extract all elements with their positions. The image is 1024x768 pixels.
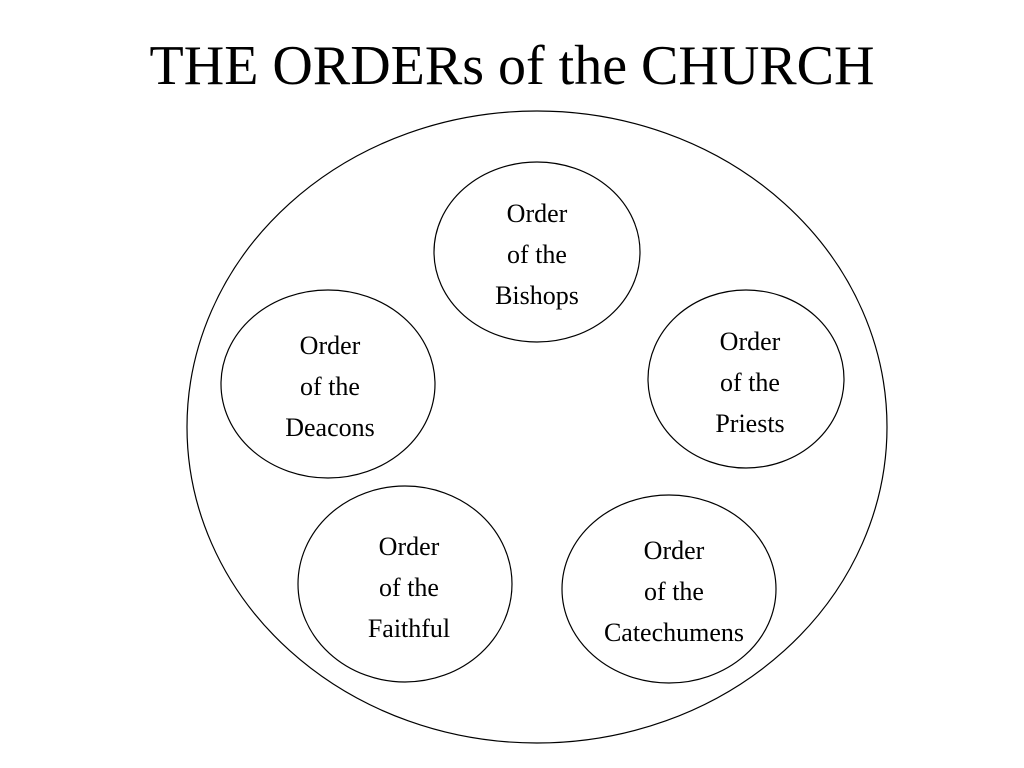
priests-circle	[647, 289, 845, 469]
bishops-label: Order of the Bishops	[437, 193, 637, 316]
deacons-label-line-3: Deacons	[285, 413, 375, 442]
catechumens-label: Order of the Catechumens	[564, 530, 784, 653]
deacons-label-line-1: Order	[299, 331, 361, 360]
faithful-label-line-1: Order	[378, 532, 440, 561]
faithful-label-line-3: Faithful	[367, 614, 451, 643]
priests-label-line-3: Priests	[715, 409, 785, 438]
deacons-label-line-2: of the	[300, 372, 360, 401]
priests-label: Order of the Priests	[650, 321, 850, 444]
faithful-circle	[297, 485, 513, 683]
faithful-label-line-2: of the	[379, 573, 439, 602]
bishops-label-line-1: Order	[506, 199, 568, 228]
priests-label-line-2: of the	[720, 368, 780, 397]
church-outer-circle	[186, 110, 888, 744]
page-title: THE ORDERs of the CHURCH	[149, 35, 875, 97]
bishops-circle	[433, 161, 641, 343]
faithful-label: Order of the Faithful	[309, 526, 509, 649]
bishops-label-line-2: of the	[507, 240, 567, 269]
deacons-circle	[220, 289, 436, 479]
catechumens-label-line-2: of the	[644, 577, 704, 606]
priests-label-line-1: Order	[719, 327, 781, 356]
bishops-label-line-3: Bishops	[495, 281, 579, 310]
catechumens-label-line-3: Catechumens	[603, 618, 745, 647]
deacons-label: Order of the Deacons	[230, 325, 430, 448]
catechumens-label-line-1: Order	[643, 536, 705, 565]
catechumens-circle	[561, 494, 777, 684]
